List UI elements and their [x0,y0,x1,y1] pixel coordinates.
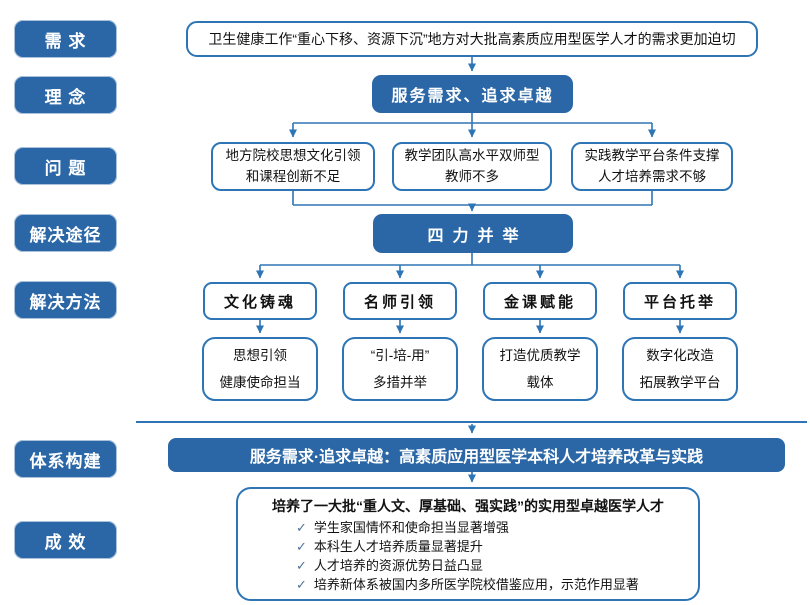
method-1-line2: 健康使命担当 [219,375,301,390]
stage-label-system: 体系构建 [14,440,117,478]
method-4-line1: 数字化改造 [646,348,714,363]
stage-label-method: 解决方法 [14,281,117,319]
outcome-item: ✓ 本科生人才培养质量显著提升 [296,537,686,556]
method-1-line1: 思想引领 [233,348,287,363]
stage-label-outcome: 成 效 [14,521,117,559]
outcome-box: 培养了一大批“重人文、厚基础、强实践”的实用型卓越医学人才 ✓ 学生家国情怀和使… [236,487,700,601]
outcome-item-text: 学生家国情怀和使命担当显著增强 [313,520,509,535]
method-header-course: 金课赋能 [483,282,597,320]
demand-box: 卫生健康工作“重心下移、资源下沉”地方对大批高素质应用型医学人才的需求更加迫切 [186,21,758,57]
outcome-list: ✓ 学生家国情怀和使命担当显著增强 ✓ 本科生人才培养质量显著提升 ✓ 人才培养… [250,518,686,594]
problem-1-line2: 和课程创新不足 [245,168,341,184]
outcome-item: ✓ 培养新体系被国内多所医学院校借鉴应用，示范作用显著 [296,575,686,594]
stage-label-problem: 问 题 [14,147,117,185]
stage-label-approach: 解决途径 [14,214,117,252]
method-detail-course: 打造优质教学 载体 [482,337,598,401]
method-2-line2: 多措并举 [373,375,427,390]
outcome-item-text: 本科生人才培养质量显著提升 [313,539,483,554]
outcome-item-text: 培养新体系被国内多所医学院校借鉴应用，示范作用显著 [313,577,639,592]
method-detail-culture: 思想引领 健康使命担当 [202,337,318,401]
approach-box: 四力并举 [373,214,573,253]
method-detail-platform: 数字化改造 拓展教学平台 [622,337,738,401]
check-icon: ✓ [296,577,307,592]
outcome-item: ✓ 人才培养的资源优势日益凸显 [296,556,686,575]
problem-2-line2: 教师不多 [445,168,499,184]
method-3-line1: 打造优质教学 [499,348,581,363]
problem-box-1: 地方院校思想文化引领 和课程创新不足 [211,142,375,191]
system-text: 服务需求·追求卓越：高素质应用型医学本科人才培养改革与实践 [249,449,704,466]
method-3-line2: 载体 [526,375,554,390]
problem-3-line1: 实践教学平台条件支撑 [584,148,720,164]
approach-text: 四力并举 [427,227,528,245]
demand-text: 卫生健康工作“重心下移、资源下沉”地方对大批高素质应用型医学人才的需求更加迫切 [208,31,736,47]
method-4-title: 平台托举 [643,293,716,311]
method-header-teacher: 名师引领 [343,282,457,320]
problem-1-line1: 地方院校思想文化引领 [225,148,361,164]
system-bar: 服务需求·追求卓越：高素质应用型医学本科人才培养改革与实践 [168,438,785,472]
method-header-platform: 平台托举 [623,282,737,320]
method-detail-teacher: “引-培-用” 多措并举 [342,337,458,401]
method-4-line2: 拓展教学平台 [639,375,721,390]
check-icon: ✓ [296,520,307,535]
outcome-item: ✓ 学生家国情怀和使命担当显著增强 [296,518,686,537]
method-2-title: 名师引领 [363,293,436,311]
stage-label-demand: 需 求 [14,20,117,58]
method-3-title: 金课赋能 [503,293,576,311]
concept-box: 服务需求、追求卓越 [372,75,573,113]
outcome-item-text: 人才培养的资源优势日益凸显 [313,558,483,573]
outcome-title: 培养了一大批“重人文、厚基础、强实践”的实用型卓越医学人才 [272,498,664,514]
problem-2-line1: 教学团队高水平双师型 [404,148,540,164]
problem-box-3: 实践教学平台条件支撑 人才培养需求不够 [571,142,733,191]
problem-3-line2: 人才培养需求不够 [598,168,706,184]
stage-label-concept: 理 念 [14,76,117,114]
method-header-culture: 文化铸魂 [203,282,317,320]
method-1-title: 文化铸魂 [223,293,296,311]
method-2-line1: “引-培-用” [370,348,430,363]
concept-text: 服务需求、追求卓越 [391,88,554,105]
problem-box-2: 教学团队高水平双师型 教师不多 [392,142,552,191]
check-icon: ✓ [296,558,307,573]
check-icon: ✓ [296,539,307,554]
